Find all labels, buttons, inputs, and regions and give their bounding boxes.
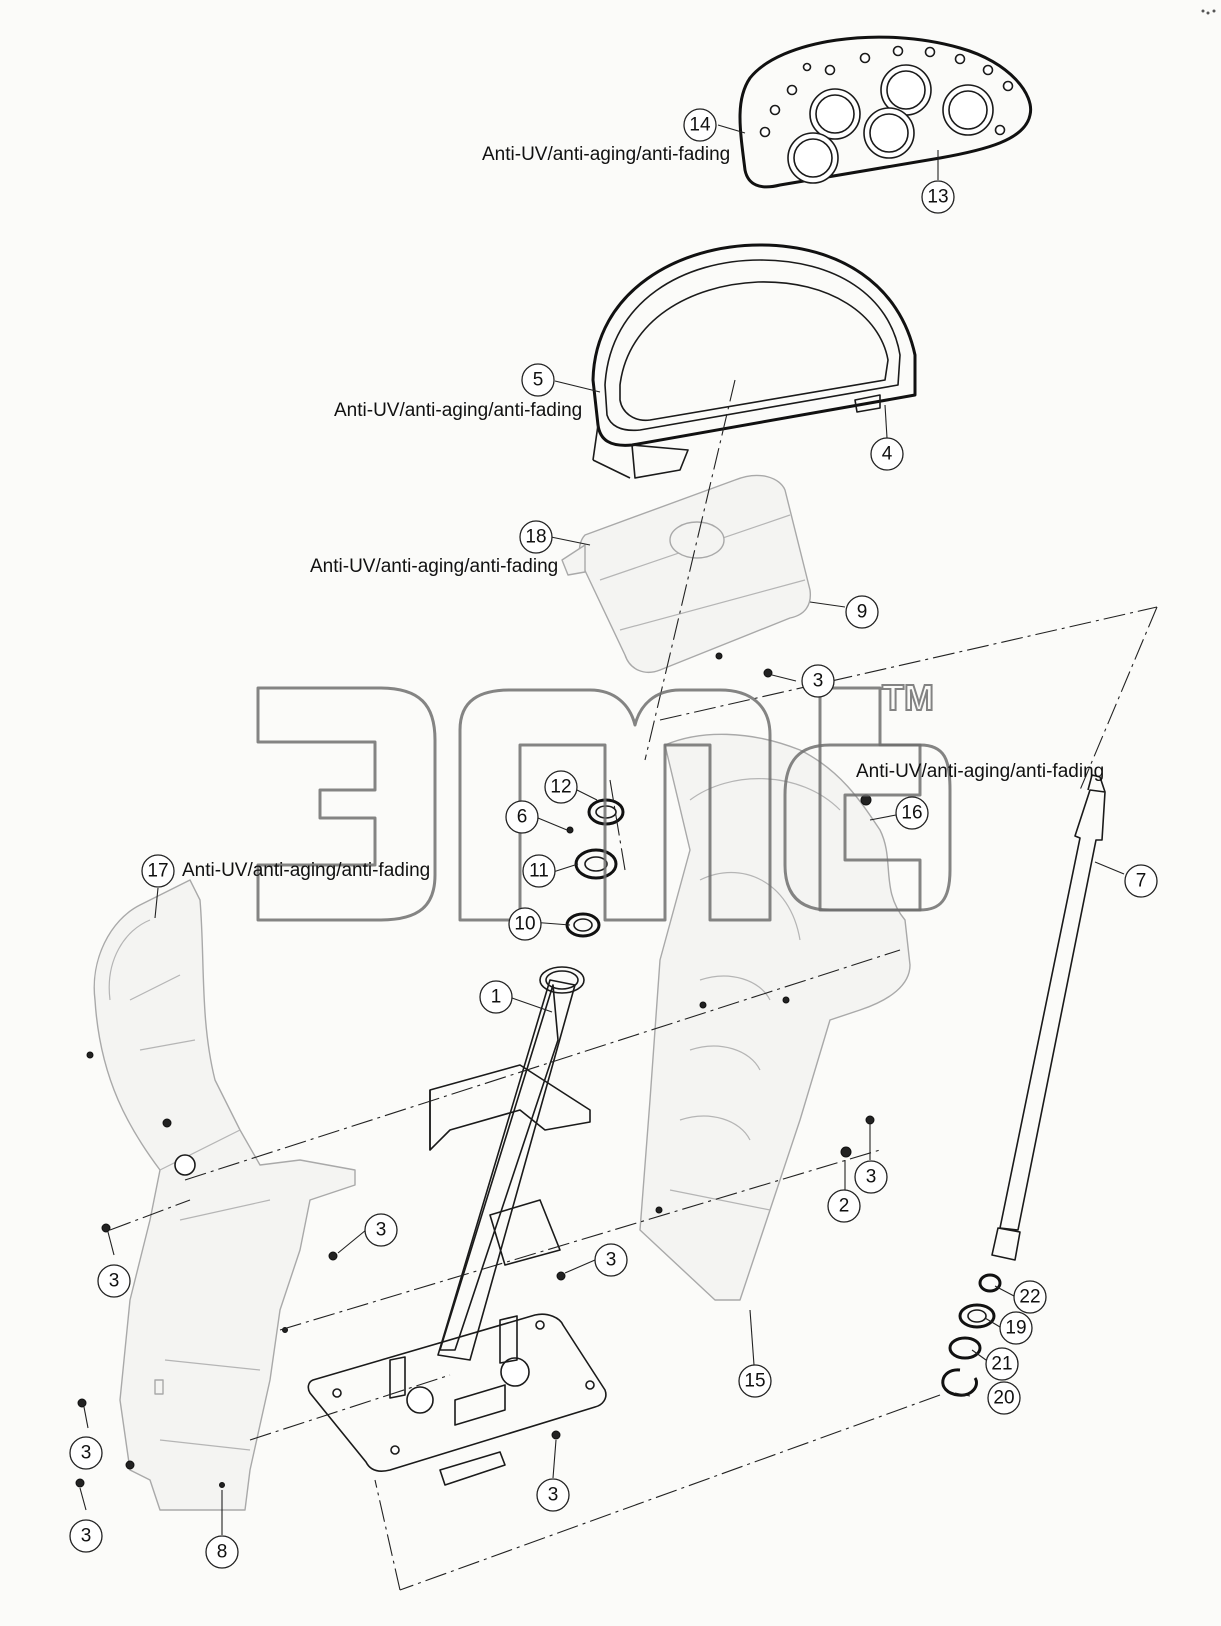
- callout-18: 18: [519, 520, 553, 554]
- callout-13: 13: [921, 180, 955, 214]
- steering-shaft-part-7: [941, 774, 1106, 1397]
- callout-number: 4: [882, 444, 893, 465]
- steering-column-part-1: [307, 966, 607, 1486]
- corner-mark: [1201, 9, 1216, 15]
- callout-1: 1: [479, 980, 513, 1014]
- callout-3f: 3: [69, 1436, 103, 1470]
- callout-5: 5: [521, 363, 555, 397]
- callout-number: 15: [744, 1371, 765, 1392]
- callout-3g: 3: [536, 1478, 570, 1512]
- callout-21: 21: [985, 1347, 1019, 1381]
- callout-number: 18: [525, 527, 546, 548]
- note-part-17: Anti-UV/anti-aging/anti-fading: [182, 860, 430, 881]
- callout-number: 3: [81, 1526, 92, 1547]
- callout-number: 17: [147, 861, 168, 882]
- callout-9: 9: [845, 595, 879, 629]
- callout-12: 12: [544, 770, 578, 804]
- callout-number: 8: [217, 1542, 228, 1563]
- callout-number: 5: [533, 370, 544, 391]
- watermark-logo: TM: [256, 676, 952, 922]
- console-frame-part-4: [591, 243, 917, 479]
- callout-10: 10: [508, 907, 542, 941]
- callout-number: 3: [866, 1167, 877, 1188]
- callout-number: 7: [1136, 871, 1147, 892]
- callout-11: 11: [522, 854, 556, 888]
- callout-number: 14: [689, 115, 711, 136]
- callout-8: 8: [205, 1535, 239, 1569]
- note-part-14: Anti-UV/anti-aging/anti-fading: [482, 144, 730, 165]
- callout-number: 19: [1005, 1318, 1026, 1339]
- callout-22: 22: [1013, 1280, 1047, 1314]
- callout-number: 3: [548, 1485, 559, 1506]
- callout-number: 6: [517, 807, 528, 828]
- callout-number: 3: [813, 671, 824, 692]
- callout-number: 3: [109, 1271, 120, 1292]
- watermark-trademark: TM: [882, 677, 934, 718]
- screws-part-3: [75, 668, 875, 1488]
- note-part-18: Anti-UV/anti-aging/anti-fading: [310, 556, 558, 577]
- callout-number: 20: [993, 1388, 1014, 1409]
- callout-16: 16: [895, 796, 929, 830]
- instrument-faceplate-part-13: [738, 35, 1033, 189]
- callout-number: 12: [550, 777, 571, 798]
- callout-number: 1: [491, 987, 502, 1008]
- callout-2: 2: [827, 1189, 861, 1223]
- callout-15: 15: [738, 1364, 772, 1398]
- callout-number: 3: [606, 1250, 617, 1271]
- callout-20: 20: [987, 1381, 1021, 1415]
- callout-19: 19: [999, 1311, 1033, 1345]
- bearing-stack-parts-10-11-12: [565, 798, 625, 938]
- callout-number: 3: [376, 1220, 387, 1241]
- callout-number: 22: [1019, 1287, 1040, 1308]
- callout-number: 11: [529, 861, 549, 882]
- callout-6: 6: [505, 800, 539, 834]
- note-part-16: Anti-UV/anti-aging/anti-fading: [856, 761, 1104, 782]
- callout-3e: 3: [97, 1264, 131, 1298]
- callout-3b: 3: [854, 1160, 888, 1194]
- right-shroud-part-15: [639, 733, 911, 1301]
- callout-3d: 3: [594, 1243, 628, 1277]
- callout-number: 21: [991, 1354, 1012, 1375]
- assembly-centerlines: [109, 379, 1158, 1591]
- left-shroud-part-8: [86, 879, 356, 1511]
- callout-number: 13: [927, 187, 948, 208]
- callout-3c: 3: [364, 1213, 398, 1247]
- callout-3a: 3: [801, 664, 835, 698]
- callout-4: 4: [870, 437, 904, 471]
- callout-number: 16: [901, 803, 922, 824]
- callout-number: 10: [514, 914, 535, 935]
- upper-cover-part-9: [561, 474, 812, 673]
- callout-number: 9: [857, 602, 868, 623]
- callout-7: 7: [1124, 864, 1158, 898]
- callout-17: 17: [141, 854, 175, 888]
- callout-14: 14: [683, 108, 717, 142]
- callout-3h: 3: [69, 1519, 103, 1553]
- leader-lines: [79, 124, 1125, 1535]
- note-part-5: Anti-UV/anti-aging/anti-fading: [334, 400, 582, 421]
- callout-number: 3: [81, 1443, 92, 1464]
- callout-number: 2: [839, 1196, 850, 1217]
